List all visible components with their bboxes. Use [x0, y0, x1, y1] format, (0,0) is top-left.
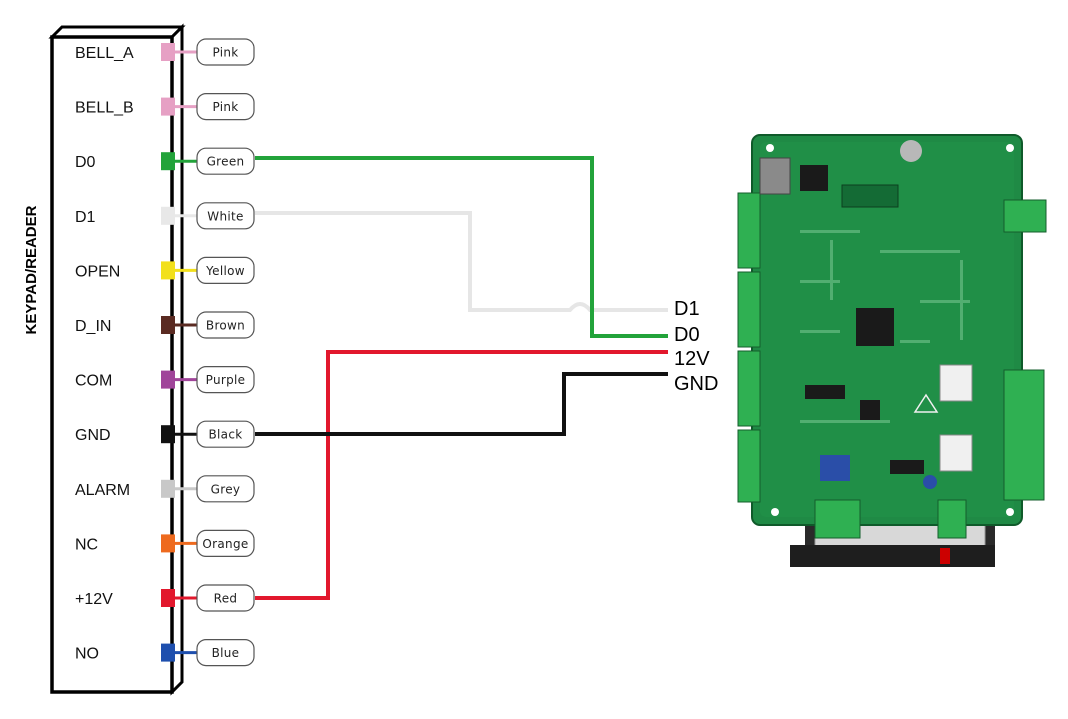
wire-green-d0	[255, 156, 668, 338]
wire-color-swatch	[161, 97, 175, 116]
pin-label: GND	[75, 427, 111, 444]
pin-row: +12V Red	[75, 584, 255, 612]
wire-color-label: Pink	[212, 100, 238, 114]
wire-color-label: Blue	[212, 646, 240, 660]
wire-color-tag	[196, 202, 255, 230]
controller-board	[737, 134, 1047, 567]
pin-label: D0	[75, 154, 96, 171]
wire-color-swatch	[161, 152, 175, 171]
pin-label: ALARM	[75, 482, 130, 499]
wire-color-tag	[196, 256, 255, 284]
pin-label: OPEN	[75, 263, 120, 280]
terminal-gnd: GND	[674, 373, 718, 395]
pin-label: +12V	[75, 591, 113, 608]
wire-color-swatch	[161, 479, 175, 498]
wire-color-tag	[196, 311, 255, 339]
wire-color-tag	[196, 147, 255, 175]
pin-row: D1 White	[75, 202, 255, 230]
wire-color-label: Orange	[202, 537, 248, 551]
wire-color-swatch	[161, 316, 175, 334]
wire-color-label: Yellow	[205, 264, 245, 278]
wire-color-label: White	[207, 209, 243, 223]
wire-color-swatch	[161, 589, 175, 607]
terminal-d1: D1	[674, 298, 700, 320]
wires	[255, 156, 668, 600]
wire-color-tag	[196, 38, 255, 66]
wire-color-label: Green	[207, 155, 245, 169]
pin-row: OPEN Yellow	[75, 256, 255, 284]
pin-label: BELL_A	[75, 45, 134, 62]
wire-color-swatch	[161, 206, 175, 225]
keypad-reader-block	[48, 23, 186, 696]
pin-row: D0 Green	[75, 147, 255, 175]
wire-color-swatch	[161, 370, 175, 389]
pin-row: COM Purple	[75, 366, 255, 394]
wire-black-gnd	[255, 372, 668, 436]
pin-row: GND Black	[75, 420, 255, 448]
wire-color-label: Purple	[206, 373, 246, 387]
wire-color-label: Black	[209, 428, 243, 442]
pin-row: BELL_B Pink	[75, 92, 255, 121]
wire-white-d1	[255, 211, 668, 312]
pin-label: COM	[75, 373, 112, 390]
pin-label: NC	[75, 536, 98, 553]
reader-title: KEYPAD/READER	[23, 205, 40, 334]
terminal-d0: D0	[674, 324, 700, 346]
wire-color-swatch	[161, 261, 175, 280]
wire-color-swatch	[161, 425, 175, 444]
wire-color-label: Red	[214, 592, 238, 606]
pin-label: NO	[75, 646, 99, 663]
wire-color-tag	[196, 584, 255, 612]
wire-color-swatch	[161, 534, 175, 553]
wire-color-label: Brown	[206, 319, 245, 333]
wire-color-label: Grey	[211, 482, 241, 496]
pin-label: BELL_B	[75, 100, 134, 117]
wire-color-tag	[196, 92, 255, 121]
wire-color-swatch	[161, 43, 175, 61]
wire-color-tag	[196, 638, 255, 667]
pin-row: NC Orange	[75, 529, 255, 558]
pin-label: D1	[75, 209, 96, 226]
wire-color-tag	[196, 420, 255, 448]
wire-color-tag	[196, 366, 255, 394]
terminal-12v: 12V	[674, 348, 710, 370]
wire-color-tag	[196, 475, 255, 503]
wire-color-swatch	[161, 643, 175, 662]
pin-row: ALARM Grey	[75, 475, 255, 503]
pin-label: D_IN	[75, 318, 111, 335]
wire-color-tag	[196, 529, 255, 558]
pin-row: NO Blue	[75, 638, 255, 667]
wire-red-12v	[255, 350, 668, 600]
pin-row: D_IN Brown	[75, 311, 255, 339]
wire-color-label: Pink	[212, 46, 238, 60]
pin-row: BELL_A Pink	[75, 38, 255, 66]
